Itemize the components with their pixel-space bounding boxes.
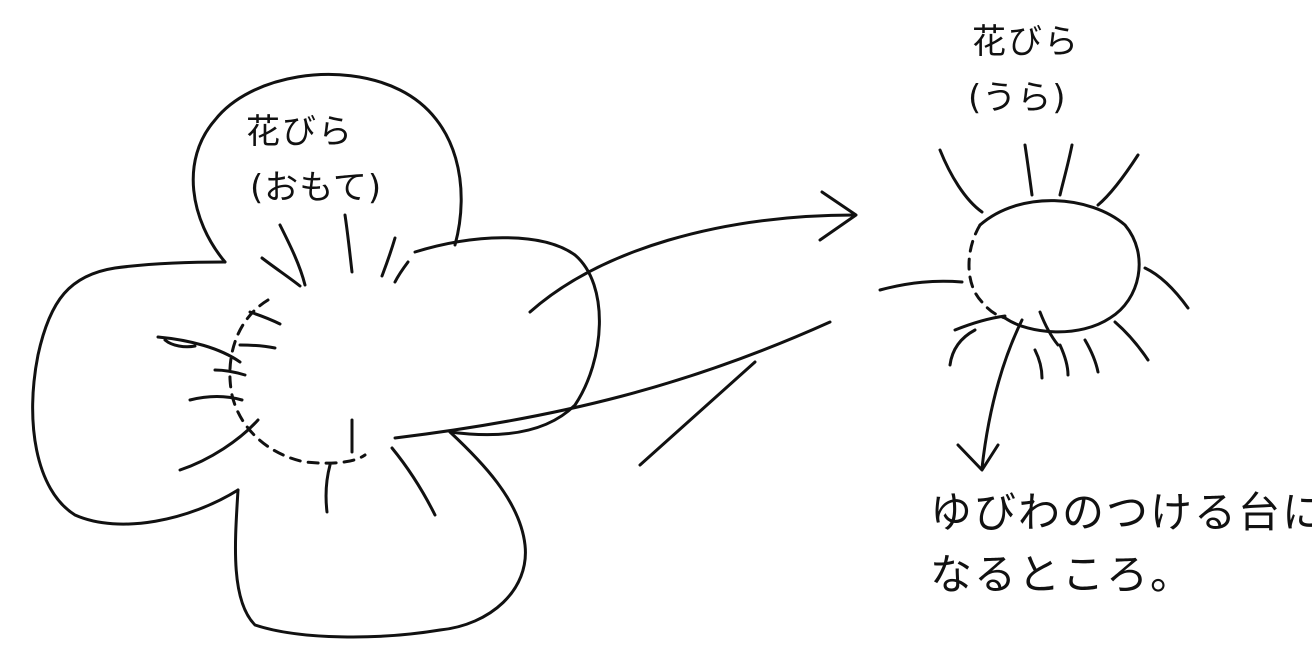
petal-right-outline [413, 236, 601, 437]
flower-center-dashed [228, 298, 367, 465]
front-petal-title: 花びら [246, 112, 354, 152]
back-petal-oval [978, 199, 1141, 334]
back-petal-title: 花びら [972, 22, 1080, 62]
petal-left-outline [31, 260, 240, 526]
front-petal-veins [156, 213, 437, 517]
arrow-to-note-head [956, 443, 1000, 472]
stem-line [638, 360, 757, 467]
back-petal-dashed-edge [967, 223, 1007, 320]
ring-base-note-line2: なるところ。 [930, 550, 1195, 599]
petal-top-outline [191, 72, 463, 264]
back-petal-veins [878, 143, 1190, 380]
front-petal-subtitle: (おもて) [250, 168, 383, 208]
arrow-to-back-petal-head [818, 190, 858, 242]
arrow-to-note [980, 318, 1024, 470]
ring-base-note-line1: ゆびわのつける台に [930, 488, 1312, 537]
petal-bottom-outline [233, 430, 527, 639]
back-petal-subtitle: (うら) [968, 78, 1067, 118]
arrow-to-back-petal-lower [393, 320, 832, 440]
arrow-to-back-petal [528, 213, 857, 314]
